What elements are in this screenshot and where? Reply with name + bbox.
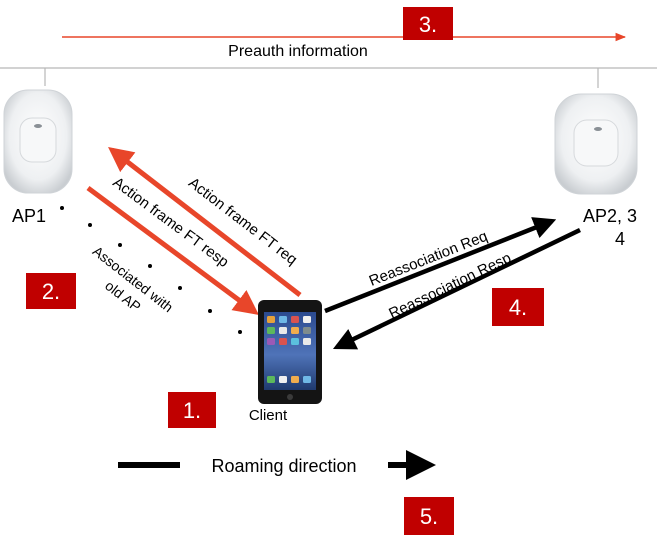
- roaming-label-backdrop: [180, 452, 388, 478]
- association-dots: [60, 206, 242, 334]
- ft-req-arrow: [108, 146, 302, 297]
- step-badge-3-label: 3.: [419, 12, 437, 37]
- step-badge-1-label: 1.: [183, 398, 201, 423]
- preauth-label: Preauth information: [228, 43, 368, 60]
- step-badge-5-label: 5.: [420, 504, 438, 529]
- access-point-icon: [3, 89, 73, 194]
- client-label: Client: [249, 407, 288, 424]
- ft-resp-arrow: [86, 185, 260, 315]
- roaming-label: Roaming direction: [211, 456, 356, 476]
- ap2-label-line1: AP2, 3: [583, 206, 637, 226]
- reassoc-resp-arrow: [332, 227, 581, 350]
- reassoc-req-arrow: [324, 217, 557, 314]
- tablet-icon: [258, 300, 322, 404]
- step-badge-2: 2.: [26, 273, 76, 309]
- ap1-label: AP1: [12, 206, 46, 226]
- step-badge-5: 5.: [404, 497, 454, 535]
- ap2-label-line2: 4: [615, 229, 625, 249]
- step-badge-4: 4.: [492, 288, 544, 326]
- step-badge-2-label: 2.: [42, 279, 60, 304]
- step-badge-4-label: 4.: [509, 295, 527, 320]
- step-badge-1: 1.: [168, 392, 216, 428]
- access-point-icon: [554, 93, 638, 195]
- step-badge-3: 3.: [403, 7, 453, 40]
